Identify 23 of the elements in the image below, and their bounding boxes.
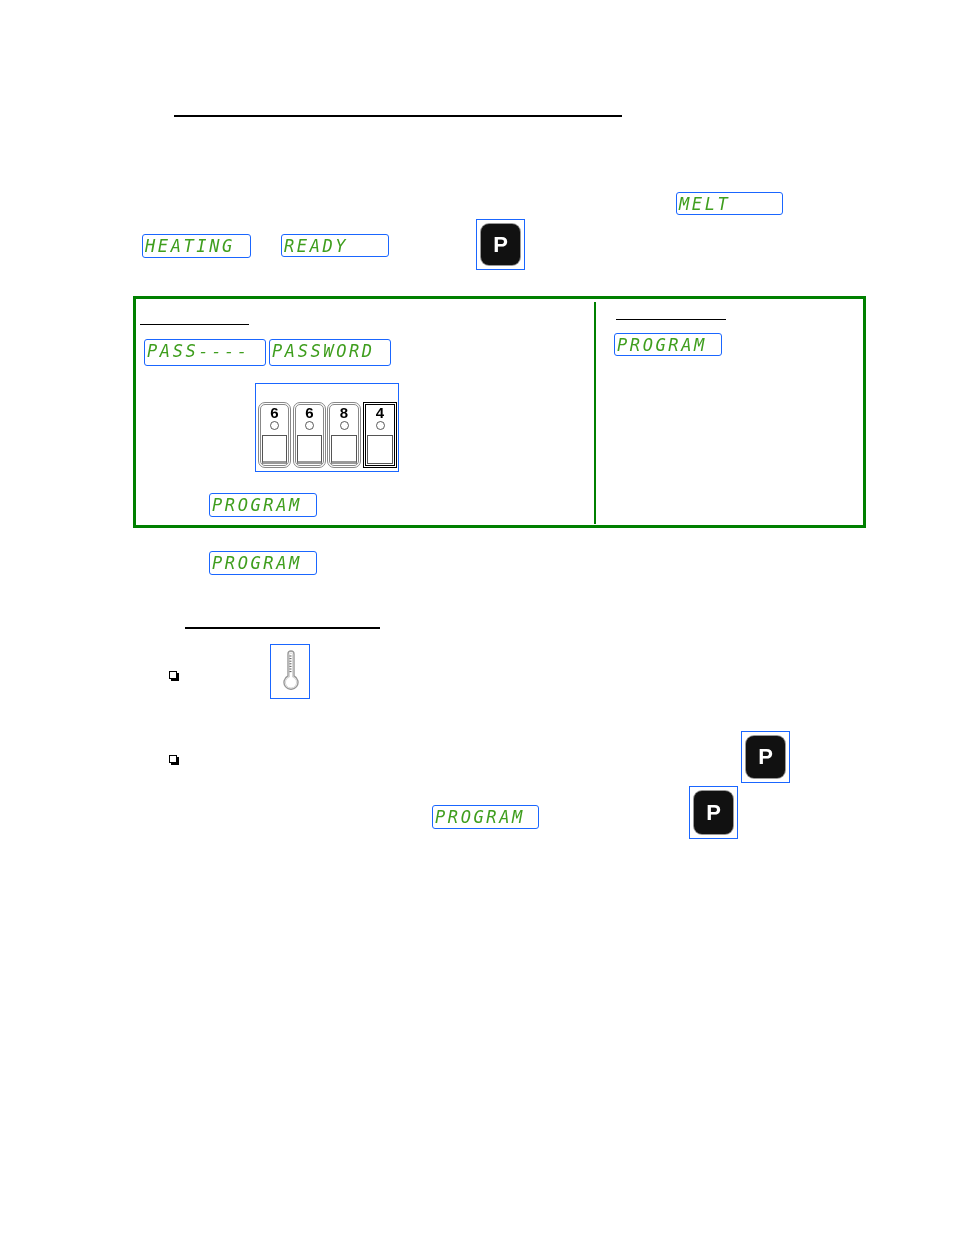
lcd-display: PROGRAM — [209, 551, 317, 575]
panel-box — [133, 296, 866, 528]
key-number: 6 — [304, 405, 315, 420]
keypad-key — [327, 402, 361, 468]
lcd-display: PROGRAM — [614, 333, 722, 356]
program-key: P — [694, 791, 733, 834]
key-frame — [270, 644, 310, 699]
keypad-key — [363, 402, 397, 468]
lcd-display: READY — [281, 234, 389, 257]
key-number: 6 — [269, 405, 280, 420]
keypad-key — [258, 402, 291, 468]
program-key: P — [481, 224, 520, 265]
lcd-display: PASSWORD — [269, 339, 391, 366]
program-key: P — [746, 736, 785, 778]
lcd-display: PROGRAM — [432, 805, 539, 829]
keypad-frame — [255, 383, 399, 472]
lcd-display: PASS---- — [144, 339, 266, 366]
key-number: 8 — [338, 405, 350, 420]
lcd-display: PROGRAM — [209, 493, 317, 517]
key-number: 4 — [374, 405, 386, 420]
lcd-display: HEATING — [142, 234, 251, 258]
lcd-display: MELT — [676, 192, 783, 215]
keypad-key — [293, 402, 326, 468]
